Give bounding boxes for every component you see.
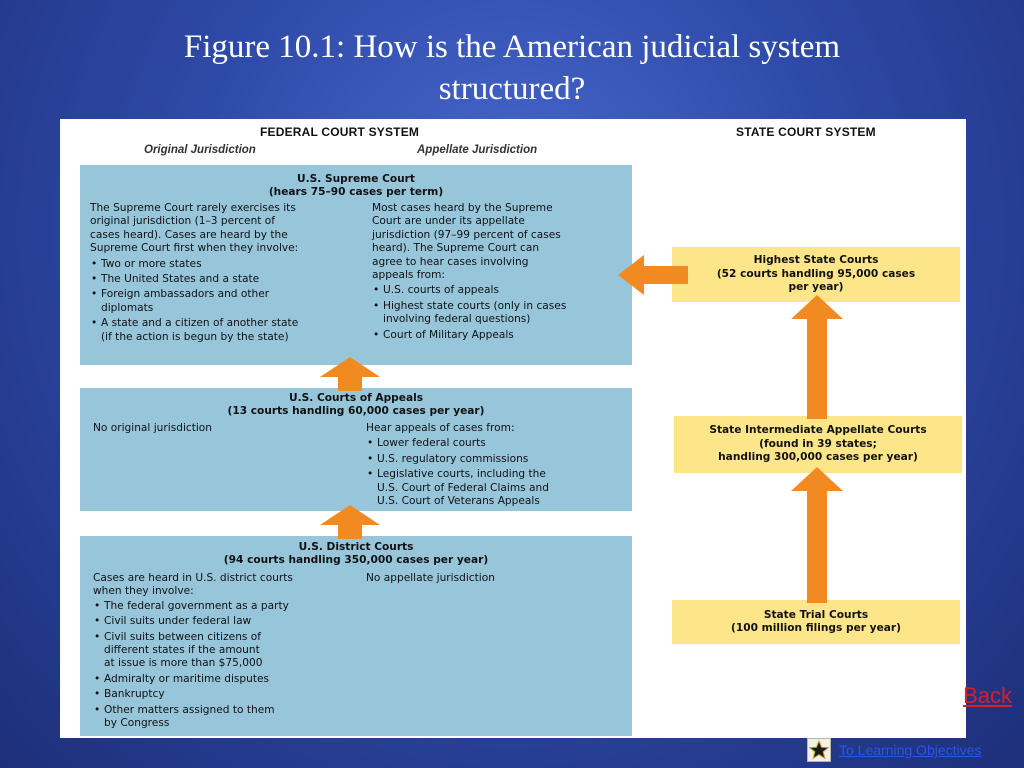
up-arrow-appeals-to-supreme (320, 357, 380, 391)
list-item: Civil suits between citizens of differen… (93, 631, 363, 671)
supreme-appellate-intro: Most cases heard by the Supreme Court ar… (372, 202, 561, 282)
district-original-list: The federal government as a party Civil … (93, 600, 363, 731)
supreme-court-box: U.S. Supreme Court (hears 75–90 cases pe… (80, 165, 632, 365)
appeals-appellate-list: Lower federal courts U.S. regulatory com… (366, 437, 628, 508)
learning-objectives-text[interactable]: To Learning Objectives (839, 742, 982, 758)
left-arrow-state-to-supreme (618, 255, 688, 295)
supreme-original-column: The Supreme Court rarely exercises its o… (90, 202, 360, 344)
list-item: A state and a citizen of another state (… (90, 317, 360, 344)
district-courts-box: U.S. District Courts (94 courts handling… (80, 536, 632, 736)
court-system-figure: FEDERAL COURT SYSTEM STATE COURT SYSTEM … (60, 119, 966, 738)
list-item: U.S. courts of appeals (372, 284, 627, 298)
up-arrow-intermediate-to-highest (791, 295, 843, 419)
supreme-original-list: Two or more states The United States and… (90, 258, 360, 344)
list-item: Legislative courts, including the U.S. C… (366, 468, 628, 508)
courts-of-appeals-title: U.S. Courts of Appeals (13 courts handli… (227, 392, 485, 418)
supreme-original-intro: The Supreme Court rarely exercises its o… (90, 202, 299, 255)
district-appellate-text: No appellate jurisdiction (366, 572, 495, 584)
appeals-original-column: No original jurisdiction (93, 422, 353, 435)
learning-objectives-link[interactable]: To Learning Objectives (807, 737, 981, 763)
highest-state-courts-box: Highest State Courts (52 courts handling… (672, 247, 960, 302)
list-item: The United States and a state (90, 273, 360, 287)
star-icon-glyph (809, 740, 829, 760)
title-line-2: structured? (438, 71, 586, 107)
list-item: Lower federal courts (366, 437, 628, 451)
original-jurisdiction-heading: Original Jurisdiction (144, 144, 256, 156)
slide-title: Figure 10.1: How is the American judicia… (110, 26, 914, 110)
courts-of-appeals-box: U.S. Courts of Appeals (13 courts handli… (80, 388, 632, 511)
district-courts-title: U.S. District Courts (94 courts handling… (223, 541, 489, 567)
back-link[interactable]: Back (963, 683, 1012, 708)
district-appellate-column: No appellate jurisdiction (366, 572, 628, 585)
list-item: U.S. regulatory commissions (366, 453, 628, 467)
appellate-jurisdiction-heading: Appellate Jurisdiction (417, 144, 538, 156)
appeals-appellate-intro: Hear appeals of cases from: (366, 422, 515, 434)
up-arrow-trial-to-intermediate (791, 467, 843, 603)
up-arrow-district-to-appeals (320, 505, 380, 539)
appeals-appellate-column: Hear appeals of cases from: Lower federa… (366, 422, 628, 508)
star-icon[interactable] (807, 738, 831, 762)
district-original-column: Cases are heard in U.S. district courts … (93, 572, 363, 730)
supreme-appellate-list: U.S. courts of appeals Highest state cou… (372, 284, 627, 342)
district-original-intro: Cases are heard in U.S. district courts … (93, 572, 293, 598)
appeals-original-text: No original jurisdiction (93, 422, 212, 434)
state-intermediate-courts-box: State Intermediate Appellate Courts (fou… (674, 416, 962, 473)
list-item: Civil suits under federal law (93, 615, 363, 629)
list-item: Foreign ambassadors and other diplomats (90, 288, 360, 315)
title-line-1: Figure 10.1: How is the American judicia… (183, 29, 841, 65)
list-item: Highest state courts (only in cases invo… (372, 300, 627, 327)
state-heading: STATE COURT SYSTEM (736, 125, 876, 139)
list-item: Bankruptcy (93, 688, 363, 702)
supreme-appellate-column: Most cases heard by the Supreme Court ar… (372, 202, 627, 342)
list-item: Admiralty or maritime disputes (93, 673, 363, 687)
supreme-court-title: U.S. Supreme Court (hears 75–90 cases pe… (268, 173, 444, 199)
list-item: The federal government as a party (93, 600, 363, 614)
state-trial-courts-box: State Trial Courts (100 million filings … (672, 600, 960, 644)
list-item: Other matters assigned to them by Congre… (93, 704, 363, 731)
list-item: Two or more states (90, 258, 360, 272)
list-item: Court of Military Appeals (372, 329, 627, 343)
federal-heading: FEDERAL COURT SYSTEM (260, 125, 420, 139)
